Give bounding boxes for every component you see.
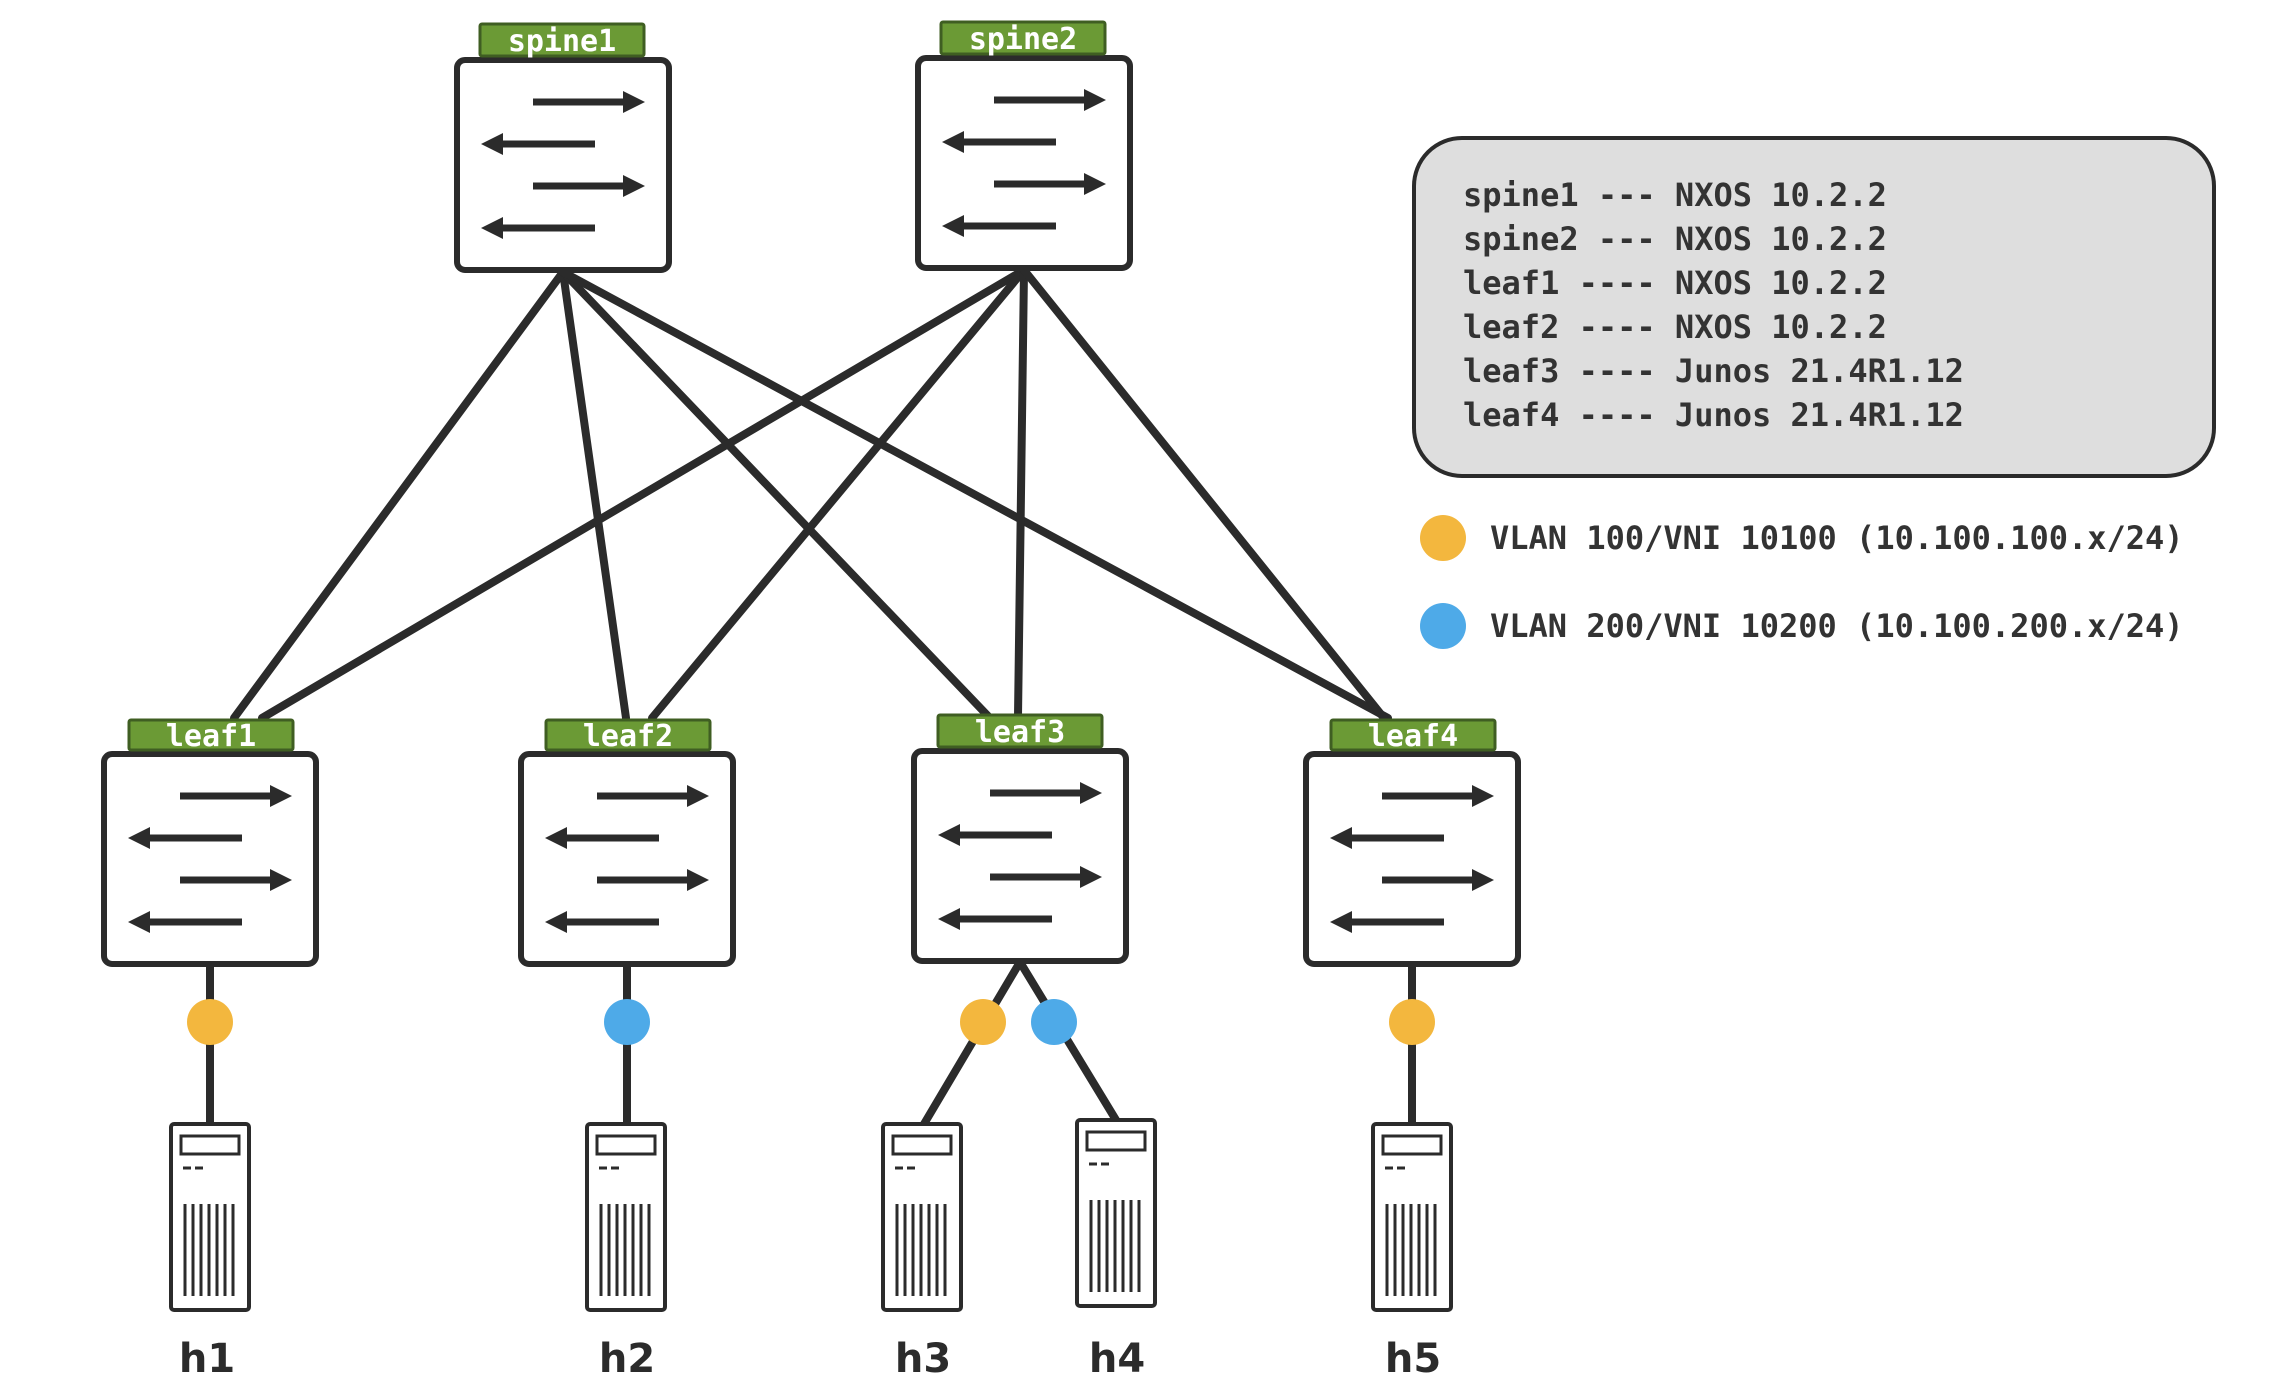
- switch-spine2[interactable]: spine2: [915, 20, 1133, 271]
- fabric-links: [230, 266, 1392, 722]
- node-tag: [544, 718, 712, 752]
- link-leaf3-h3: [920, 958, 1024, 1128]
- legend-label: VLAN 100/VNI 10100 (10.100.100.x/24): [1490, 519, 2184, 557]
- host-h3[interactable]: h3: [881, 1122, 963, 1382]
- legend-label: VLAN 200/VNI 10200 (10.100.200.x/24): [1490, 607, 2184, 645]
- link-spine1-leaf3: [559, 268, 992, 720]
- host-label: h4: [1089, 1336, 1145, 1382]
- server-icon: [881, 1122, 963, 1312]
- node-tag: [939, 20, 1107, 56]
- os-version-panel-bg: [1412, 136, 2216, 478]
- link-leaf3-h4: [1016, 958, 1120, 1124]
- switch-leaf3[interactable]: leaf3: [911, 713, 1129, 964]
- node-label: spine2: [969, 22, 1077, 57]
- node-label: spine1: [508, 24, 616, 59]
- switch-leaf4[interactable]: leaf4: [1303, 718, 1521, 967]
- host-label: h2: [599, 1336, 655, 1382]
- host-label: h3: [895, 1336, 951, 1382]
- node-label: leaf3: [975, 715, 1065, 750]
- host-label: h1: [179, 1336, 235, 1382]
- server-icon: [1075, 1118, 1157, 1308]
- node-label: leaf4: [1368, 719, 1458, 754]
- vlan-dot-h1: [187, 999, 233, 1045]
- link-spine1-leaf2: [559, 268, 630, 722]
- node-tag: [127, 718, 295, 752]
- os-version-line: leaf4 ---- Junos 21.4R1.12: [1463, 396, 1964, 434]
- link-spine2-leaf2: [648, 266, 1028, 722]
- vlan-markers: [187, 999, 1435, 1045]
- legend-dot-vlan200: [1420, 603, 1466, 649]
- server-icon: [585, 1122, 667, 1312]
- vlan-dot-h3: [960, 999, 1006, 1045]
- link-spine2-leaf1: [258, 266, 1028, 722]
- switch-leaf1[interactable]: leaf1: [101, 718, 319, 967]
- server-icon: [169, 1122, 251, 1312]
- link-spine2-leaf3: [1014, 266, 1028, 720]
- node-tag: [1329, 718, 1497, 752]
- host-h1[interactable]: h1: [169, 1122, 251, 1382]
- host-h4[interactable]: h4: [1075, 1118, 1157, 1382]
- link-spine1-leaf4: [559, 268, 1392, 722]
- os-version-line: leaf3 ---- Junos 21.4R1.12: [1463, 352, 1964, 390]
- server-icon: [1371, 1122, 1453, 1312]
- os-version-line: spine1 --- NXOS 10.2.2: [1463, 176, 1887, 214]
- vlan-dot-h4: [1031, 999, 1077, 1045]
- switch-leaf2[interactable]: leaf2: [518, 718, 736, 967]
- os-version-line: leaf2 ---- NXOS 10.2.2: [1463, 308, 1887, 346]
- node-label: leaf1: [166, 719, 256, 754]
- link-spine1-leaf1: [230, 268, 567, 722]
- node-label: leaf2: [583, 719, 673, 754]
- node-tag: [478, 22, 646, 58]
- legend-dot-vlan100: [1420, 515, 1466, 561]
- vlan-dot-h2: [604, 999, 650, 1045]
- os-version-line: spine2 --- NXOS 10.2.2: [1463, 220, 1887, 258]
- host-label: h5: [1385, 1336, 1441, 1382]
- host-h2[interactable]: h2: [585, 1122, 667, 1382]
- access-links: [206, 958, 1416, 1128]
- os-version-panel: spine1 --- NXOS 10.2.2 spine2 --- NXOS 1…: [1412, 136, 2216, 478]
- switch-spine1[interactable]: spine1: [454, 22, 672, 273]
- os-version-line: leaf1 ---- NXOS 10.2.2: [1463, 264, 1887, 302]
- host-h5[interactable]: h5: [1371, 1122, 1453, 1382]
- node-tag: [936, 713, 1104, 749]
- vlan-dot-h5: [1389, 999, 1435, 1045]
- link-spine2-leaf4: [1020, 266, 1388, 722]
- vlan-legend: VLAN 100/VNI 10100 (10.100.100.x/24) VLA…: [1420, 515, 2184, 649]
